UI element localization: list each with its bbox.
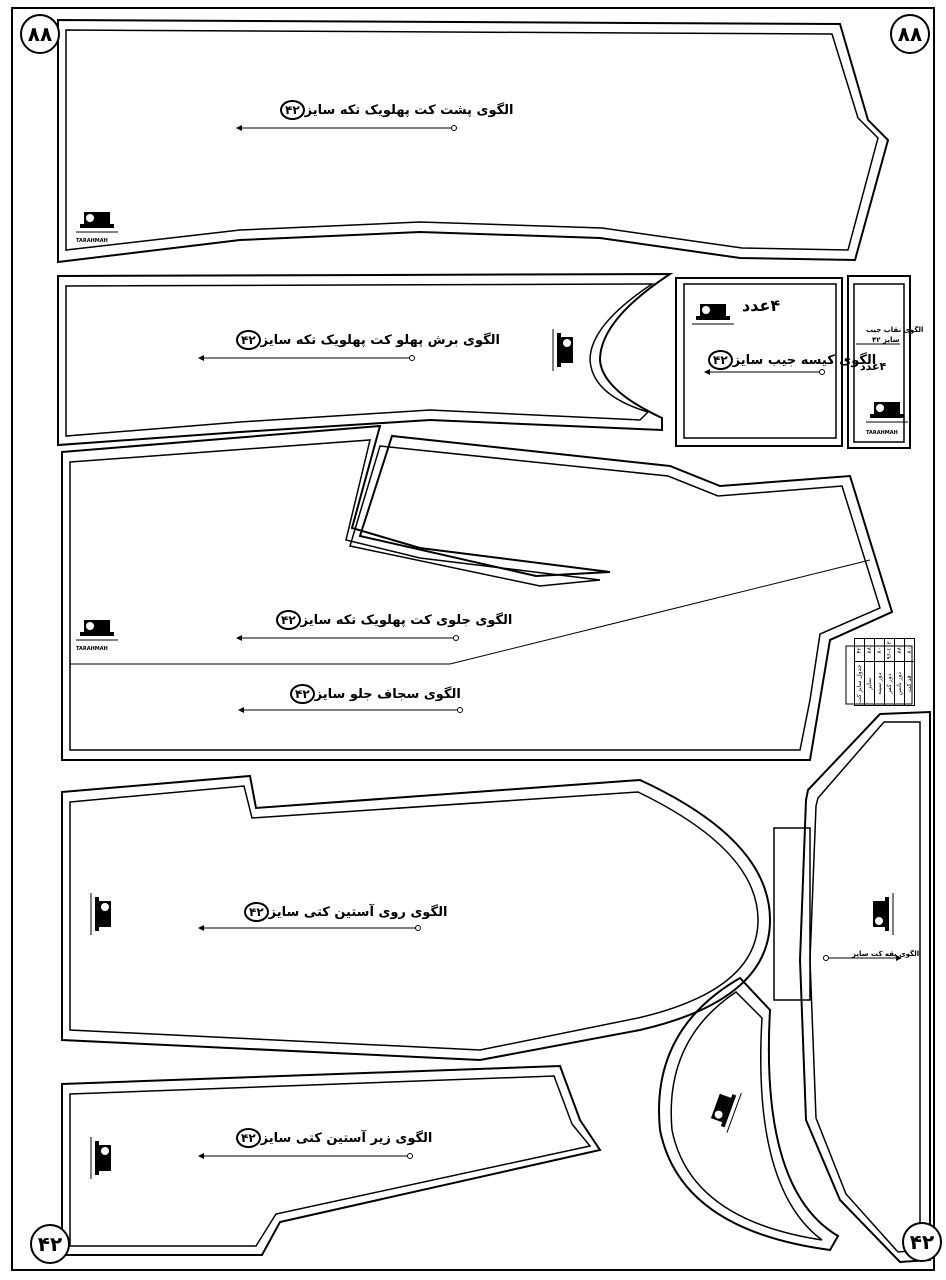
- size-table-cell: ۸۰: [874, 638, 885, 662]
- side-piece: [57, 272, 674, 447]
- sewing-machine-icon: [90, 1137, 111, 1179]
- back-piece-label: الگوی پشت کت پهلویک تکه سایز۴۲: [278, 100, 514, 120]
- side-piece-label: الگوی برش پهلو کت پهلویک تکه سایز۴۲: [234, 330, 500, 350]
- grainlines: [200, 125, 900, 1159]
- size-table-cell: ۸۰: [904, 638, 915, 662]
- brand-logo: [693, 1076, 749, 1140]
- size-table-cell: سایز: [864, 661, 875, 706]
- size-badge: ۴۲: [280, 100, 305, 120]
- sewing-machine-icon: [692, 304, 734, 325]
- pocket-piece-title: الگوی کیسه جیب سایز: [732, 353, 877, 368]
- size-table-cell: قد کت: [904, 661, 915, 706]
- size-table-cell: ۹۶-۱۰۲: [884, 638, 895, 662]
- size-table-cell: دور کمر: [884, 661, 895, 706]
- size-table-cell: دور سینه: [874, 661, 885, 706]
- pocket-piece: [675, 277, 843, 447]
- back-piece-title: الگوی پشت کت پهلویک تکه سایز: [304, 103, 514, 118]
- brand-logo: [859, 887, 899, 941]
- back-piece: [57, 18, 890, 264]
- flap-count: ۴عدد: [860, 360, 887, 373]
- under-sleeve-piece: [61, 1064, 602, 1256]
- size-table-cell: جدول سایز کت: [854, 661, 865, 706]
- brand-logo: [85, 887, 125, 941]
- collar-stand-piece: [773, 827, 811, 1001]
- brand-logo: [85, 1131, 125, 1185]
- sewing-machine-icon: [873, 893, 894, 935]
- brand-logo: [686, 290, 740, 330]
- front-piece-label: الگوی جلوی کت پهلویک تکه سایز۴۲: [274, 610, 512, 630]
- corner-number-top-right: ۸۸: [890, 14, 930, 54]
- brand-name: TARAHMAH: [76, 646, 108, 652]
- collar-title: الگوی یقه کت سایز: [852, 950, 920, 958]
- brand-logo: [70, 198, 124, 238]
- sewing-machine-icon: [76, 620, 118, 641]
- flap-title: الگوی نقاب جیب: [866, 326, 924, 334]
- brand-logo: [860, 388, 914, 428]
- brand-logo: [70, 606, 124, 646]
- under-collar-piece: [658, 976, 840, 1252]
- pocket-piece-label: الگوی کیسه جیب سایز۴۲: [706, 350, 876, 370]
- size-badge: ۴۲: [236, 1128, 261, 1148]
- top-sleeve-title: الگوی روی آستین کتی سایز: [268, 905, 448, 920]
- top-sleeve-label: الگوی روی آستین کتی سایز۴۲: [242, 902, 447, 922]
- brand-name: TARAHMAH: [866, 430, 898, 436]
- size-table-cell: ۸۸: [864, 638, 875, 662]
- sewing-machine-icon: [866, 402, 908, 423]
- sewing-machine-icon: [552, 329, 573, 371]
- size-table-cell: ۸۸: [894, 638, 905, 662]
- under-sleeve-label: الگوی زیر آستین کتی سایز۴۲: [234, 1128, 432, 1148]
- sewing-machine-icon: [90, 893, 111, 935]
- sewing-machine-icon: [710, 1092, 742, 1133]
- brand-logo: [547, 323, 587, 377]
- sewing-machine-icon: [76, 212, 118, 233]
- front-piece: [61, 424, 894, 761]
- corner-number-bottom-right: ۴۲: [902, 1222, 942, 1262]
- size-badge: ۴۲: [244, 902, 269, 922]
- flap-piece: [847, 275, 911, 449]
- facing-piece-title: الگوی سجاف جلو سایز: [314, 687, 461, 702]
- facing-piece-label: الگوی سجاف جلو سایز۴۲: [288, 684, 461, 704]
- size-badge: ۴۲: [276, 610, 301, 630]
- size-badge: ۴۲: [708, 350, 733, 370]
- grain-arrows: [198, 125, 902, 1159]
- brand-name: TARAHMAH: [76, 238, 108, 244]
- flap-size: سایز ۴۲: [872, 336, 900, 344]
- size-table-cell: دور باسن: [894, 661, 905, 706]
- front-piece-title: الگوی جلوی کت پهلویک تکه سایز: [300, 613, 513, 628]
- collar-label: الگوی یقه کت سایز: [852, 950, 919, 958]
- top-sleeve-piece: [61, 774, 772, 1062]
- size-table-cell: ۴۲: [854, 638, 865, 662]
- side-piece-title: الگوی برش پهلو کت پهلویک تکه سایز: [260, 333, 500, 348]
- size-badge: ۴۲: [236, 330, 261, 350]
- collar-piece: [798, 710, 931, 1264]
- size-table-box: [845, 645, 913, 705]
- pocket-count-label: ۴عدد: [742, 296, 781, 315]
- size-badge: ۴۲: [290, 684, 315, 704]
- corner-number-top-left: ۸۸: [20, 14, 60, 54]
- corner-number-bottom-left: ۴۲: [30, 1224, 70, 1264]
- under-sleeve-title: الگوی زیر آستین کتی سایز: [260, 1131, 433, 1146]
